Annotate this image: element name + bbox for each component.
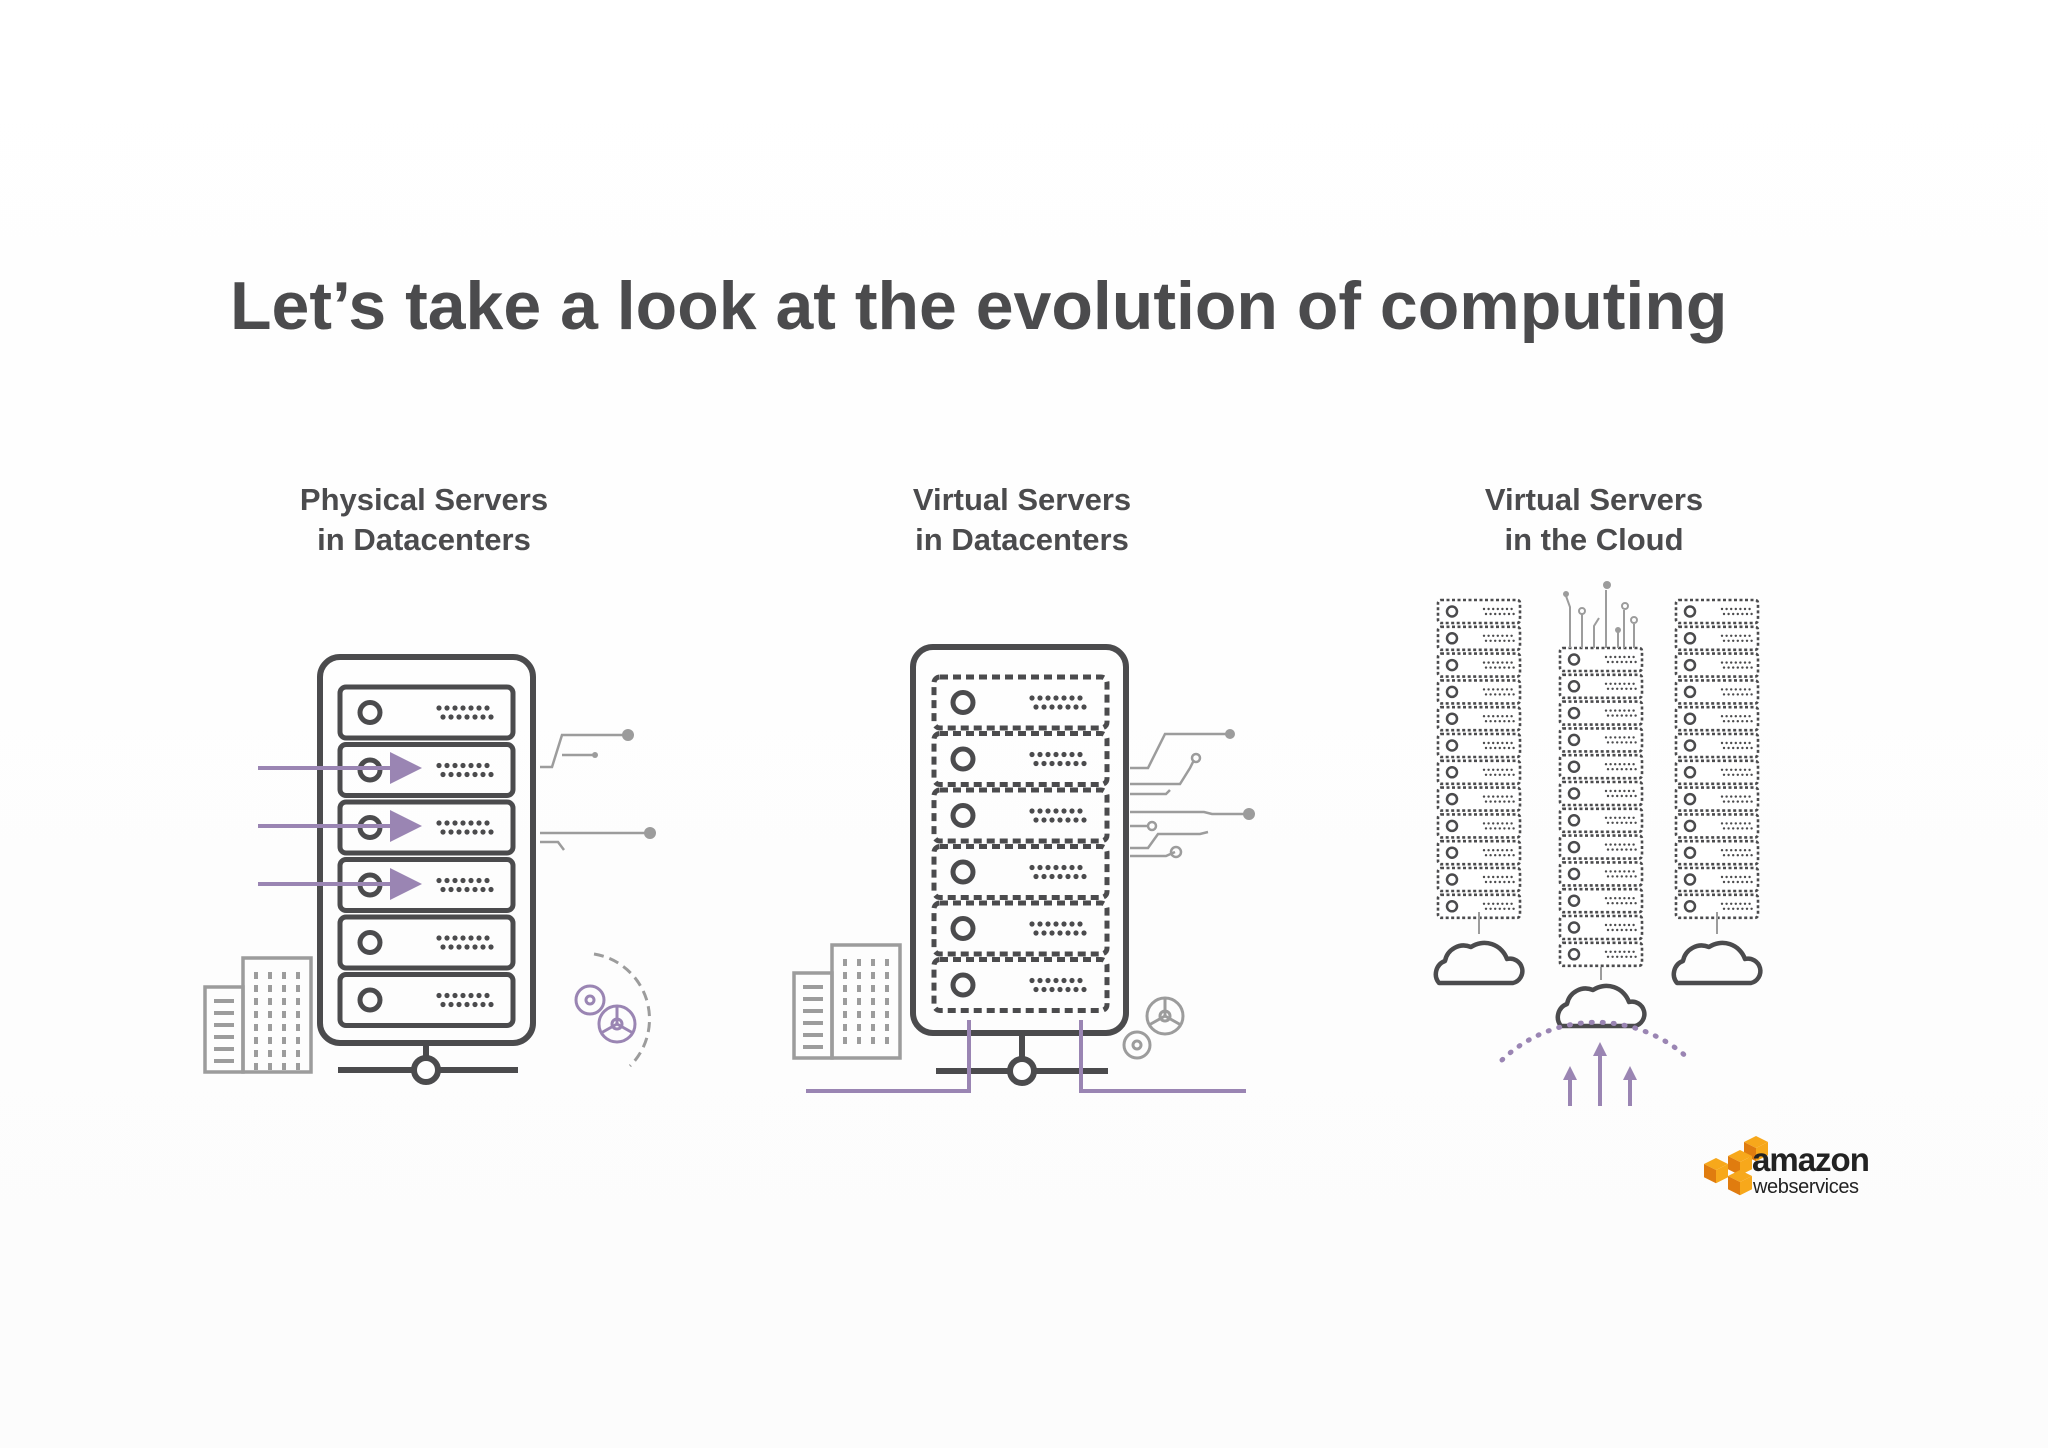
server-slots: [931, 674, 1110, 1013]
aws-wordmark: amazon: [1752, 1141, 1870, 1178]
cloud-server-stack-icon: [1436, 598, 1522, 920]
server-unit: [1558, 780, 1644, 807]
purple-data-lines: [806, 1020, 1246, 1093]
caption-virtual-servers-cloud: Virtual Servers in the Cloud: [1364, 480, 1824, 560]
circuit-traces-icon: [540, 729, 656, 851]
caption-line-2: in Datacenters: [317, 522, 531, 557]
server-unit: [1558, 887, 1644, 914]
server-unit: [1674, 598, 1760, 625]
server-unit: [1674, 625, 1760, 652]
server-unit: [1436, 598, 1522, 625]
server-slot: [337, 914, 516, 971]
server-unit: [1558, 941, 1644, 968]
server-slot: [931, 844, 1110, 900]
server-unit: [1436, 652, 1522, 678]
caption-line-2: in Datacenters: [915, 522, 1129, 557]
caption-line-1: Physical Servers: [299, 482, 549, 517]
server-unit: [1674, 732, 1760, 759]
server-unit: [1436, 705, 1522, 732]
cloud-icon: [1433, 940, 1525, 986]
building-windows: [214, 972, 300, 1070]
virtual-server-rack-icon: [910, 644, 1129, 1086]
cloud-illustration: [1433, 581, 1763, 1106]
server-unit: [1436, 866, 1522, 893]
slide-title: Let’s take a look at the evolution of co…: [230, 268, 1728, 344]
physical-servers-illustration: [203, 654, 656, 1085]
server-slot: [931, 674, 1110, 731]
server-slot: [337, 684, 516, 741]
server-slot: [931, 957, 1110, 1013]
server-unit: [1436, 813, 1522, 839]
server-unit: [1674, 705, 1760, 732]
server-unit: [1558, 807, 1644, 834]
server-unit: [1558, 861, 1644, 887]
purple-arrows: [258, 752, 422, 900]
server-unit: [1674, 839, 1760, 866]
aws-cube: [1728, 1170, 1752, 1196]
server-unit: [1558, 753, 1644, 780]
server-slot: [337, 972, 516, 1028]
server-unit: [1674, 786, 1760, 812]
aws-cubes: [1704, 1136, 1768, 1196]
server-slot: [931, 787, 1110, 844]
circuit-traces-icon: [1130, 729, 1255, 859]
server-unit: [1558, 834, 1644, 860]
server-unit: [1436, 786, 1522, 812]
server-slot: [931, 731, 1110, 787]
aws-cube: [1728, 1150, 1752, 1176]
server-unit: [1674, 652, 1760, 678]
cloud-icon: [1555, 983, 1647, 1029]
server-unit: [1674, 813, 1760, 839]
office-building-icon: [203, 956, 313, 1074]
office-building-icon: [792, 943, 902, 1060]
server-slots: [337, 684, 516, 1028]
server-unit: [1436, 839, 1522, 866]
aws-cube-logo: [1704, 1136, 1768, 1196]
caption-virtual-servers-datacenters: Virtual Servers in Datacenters: [792, 480, 1252, 560]
virtual-datacenter-illustration: [792, 644, 1255, 1093]
server-unit: [1674, 679, 1760, 705]
server-unit: [1436, 625, 1522, 652]
caption-line-1: Virtual Servers: [1484, 482, 1704, 517]
building-windows: [803, 959, 889, 1049]
physical-server-rack-icon: [317, 654, 536, 1085]
server-unit: [1558, 727, 1644, 753]
aws-cube: [1704, 1158, 1728, 1184]
server-unit: [1436, 679, 1522, 705]
caption-line-2: in the Cloud: [1504, 522, 1684, 557]
up-arrow-icon: [1563, 1042, 1637, 1106]
server-unit: [1436, 732, 1522, 759]
server-unit: [1558, 914, 1644, 941]
server-unit: [1558, 673, 1644, 700]
cloud-server-stack-icon: [1558, 646, 1644, 968]
server-unit: [1674, 866, 1760, 893]
dotted-arc: [1499, 1019, 1693, 1063]
server-unit: [1558, 646, 1644, 673]
aws-subtitle: webservices: [1753, 1176, 1859, 1198]
server-unit: [1674, 759, 1760, 786]
gears-icon: [574, 952, 651, 1068]
cloud-icon: [1671, 940, 1763, 986]
server-unit: [1558, 700, 1644, 726]
circuit-wires-icon: [1563, 581, 1638, 648]
server-slot: [931, 900, 1110, 957]
cloud-server-stack-icon: [1674, 598, 1760, 920]
caption-line-1: Virtual Servers: [912, 482, 1132, 517]
caption-physical-servers: Physical Servers in Datacenters: [194, 480, 654, 560]
gears-icon: [1122, 996, 1185, 1060]
server-unit: [1436, 759, 1522, 786]
